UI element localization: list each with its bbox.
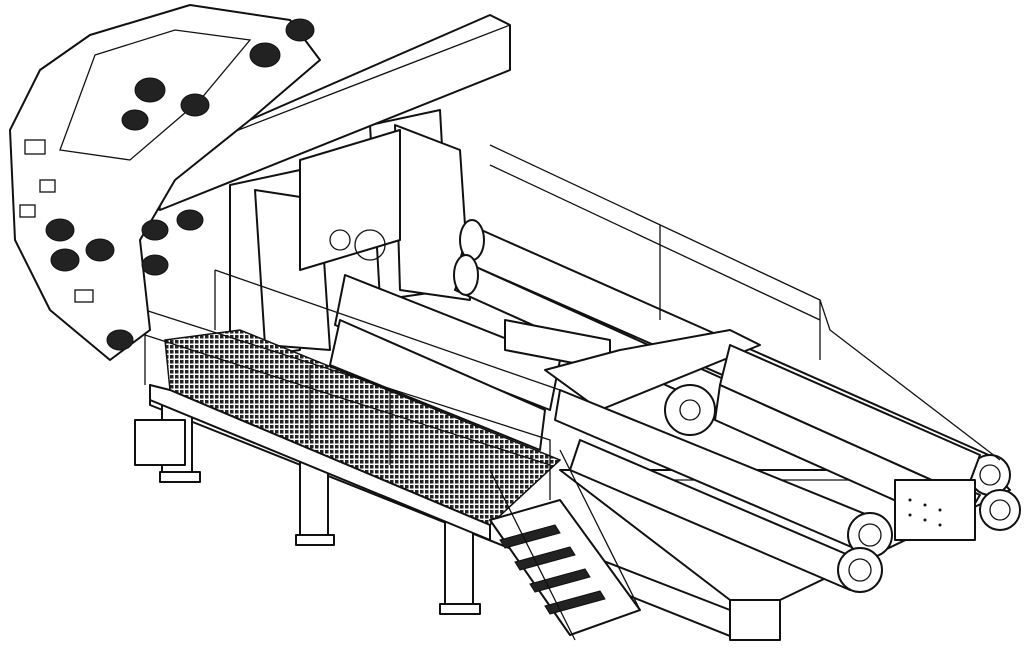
support-legs [134,404,481,615]
walkway-platform [149,329,562,541]
thrust-cylinders-front [329,274,981,593]
cutterhead-icon [9,4,321,361]
gripper-frames [229,109,471,361]
stairs [489,449,641,641]
handrails [144,144,1001,500]
